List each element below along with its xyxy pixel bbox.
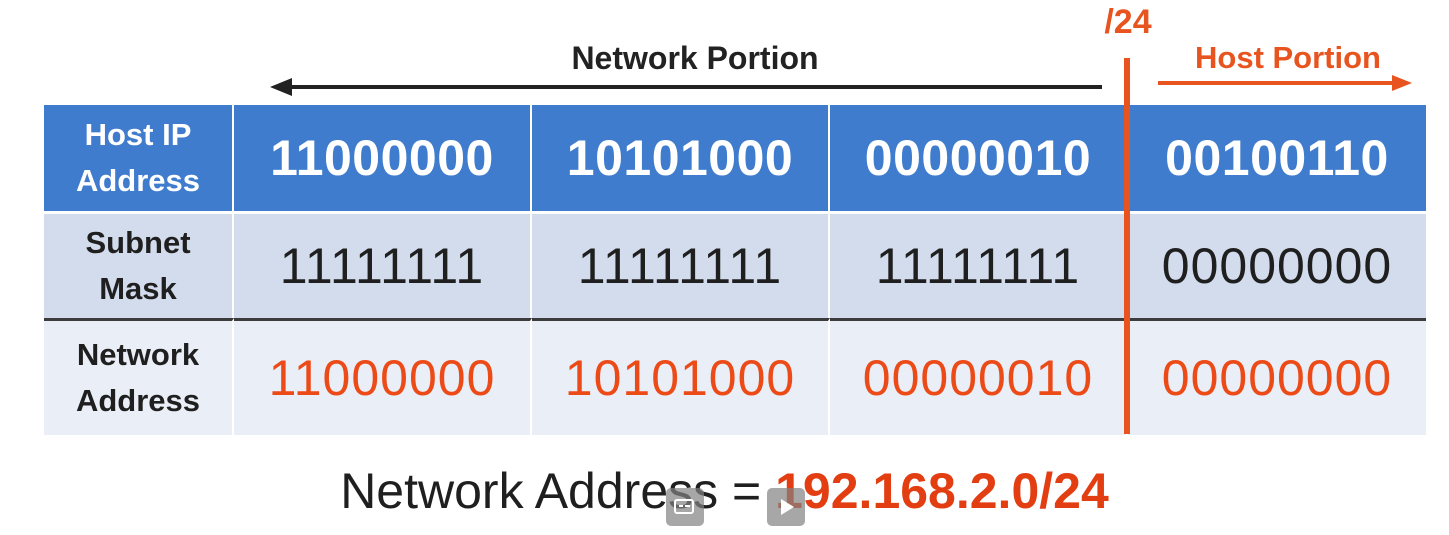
network-address-octet-2: 10101000 bbox=[532, 318, 830, 435]
network-portion-label: Network Portion bbox=[571, 40, 819, 76]
network-address-octet-3: 00000010 bbox=[830, 318, 1128, 435]
host-ip-octet-3: 00000010 bbox=[830, 105, 1128, 211]
prefix-divider-line bbox=[1124, 58, 1130, 434]
result-value: 192.168.2.0/24 bbox=[775, 463, 1109, 519]
subnet-mask-octet-3: 11111111 bbox=[830, 211, 1128, 318]
host-ip-octet-4: 00100110 bbox=[1128, 105, 1426, 211]
host-portion-arrow bbox=[1158, 75, 1412, 91]
captions-icon[interactable] bbox=[666, 488, 704, 526]
subnet-mask-octet-2: 11111111 bbox=[532, 211, 830, 318]
host-ip-octet-1: 11000000 bbox=[234, 105, 532, 211]
portion-arrows bbox=[270, 75, 1412, 96]
network-address-octet-4: 00000000 bbox=[1128, 318, 1426, 435]
network-portion-arrow bbox=[270, 78, 1102, 96]
subnet-mask-octet-4: 00000000 bbox=[1128, 211, 1426, 318]
host-portion-label: Host Portion bbox=[1195, 40, 1381, 75]
play-icon[interactable] bbox=[767, 488, 805, 526]
network-address-octet-1: 11000000 bbox=[234, 318, 532, 435]
subnet-mask-octet-1: 11111111 bbox=[234, 211, 532, 318]
cidr-prefix-label: /24 bbox=[1104, 3, 1152, 41]
host-ip-octet-2: 10101000 bbox=[532, 105, 830, 211]
result-prefix: Network Address = bbox=[340, 463, 776, 519]
network-address-result: Network Address = 192.168.2.0/24 bbox=[0, 458, 1449, 524]
